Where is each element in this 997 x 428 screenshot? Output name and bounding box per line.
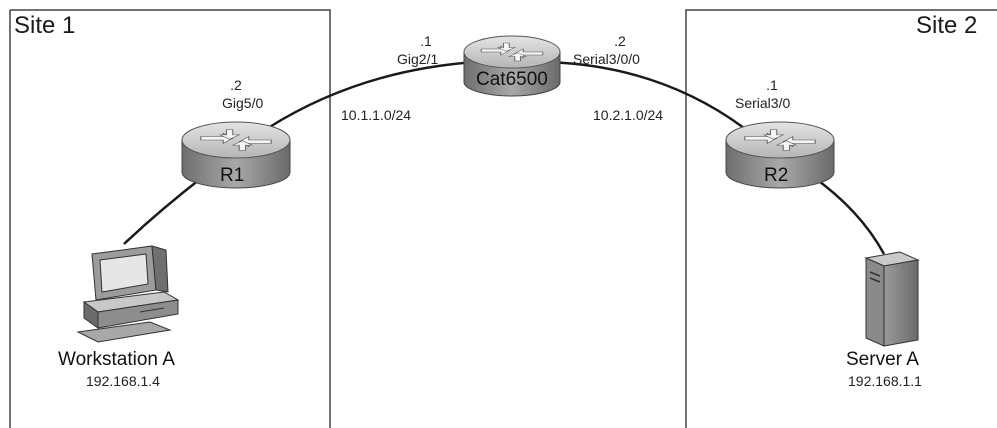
cat-right-host: .2 <box>614 33 626 49</box>
link-r1-cat6500 <box>267 60 477 130</box>
link-cat6500-r2 <box>547 60 745 130</box>
workstation-name: Workstation A <box>58 349 175 370</box>
r2-label: R2 <box>764 165 789 186</box>
site-1-title: Site 1 <box>14 12 76 39</box>
r1-label: R1 <box>220 165 245 186</box>
server-ip: 192.168.1.1 <box>848 373 922 389</box>
workstation-ip: 192.168.1.4 <box>86 373 160 389</box>
server-icon <box>864 251 920 347</box>
cat-right-port: Serial3/0/0 <box>573 51 640 67</box>
link-r1-workstation <box>123 175 205 245</box>
network-left: 10.1.1.0/24 <box>341 107 412 123</box>
server-name: Server A <box>846 349 919 370</box>
r1-host: .2 <box>230 77 242 93</box>
cat6500-label: Cat6500 <box>476 69 548 90</box>
cat6500-router-icon <box>463 35 561 97</box>
workstation-icon <box>76 245 180 343</box>
site-2-title: Site 2 <box>916 12 978 39</box>
r2-port: Serial3/0 <box>735 95 791 111</box>
r2-host: .1 <box>766 77 778 93</box>
cat-left-host: .1 <box>420 33 432 49</box>
site-1-frame <box>10 9 331 428</box>
network-right: 10.2.1.0/24 <box>593 107 664 123</box>
r2-router-icon <box>725 121 835 189</box>
site-2-frame <box>685 9 997 428</box>
cat-left-port: Gig2/1 <box>397 51 439 67</box>
r1-port: Gig5/0 <box>222 95 264 111</box>
link-r2-server <box>811 174 886 255</box>
r1-router-icon <box>181 121 291 189</box>
